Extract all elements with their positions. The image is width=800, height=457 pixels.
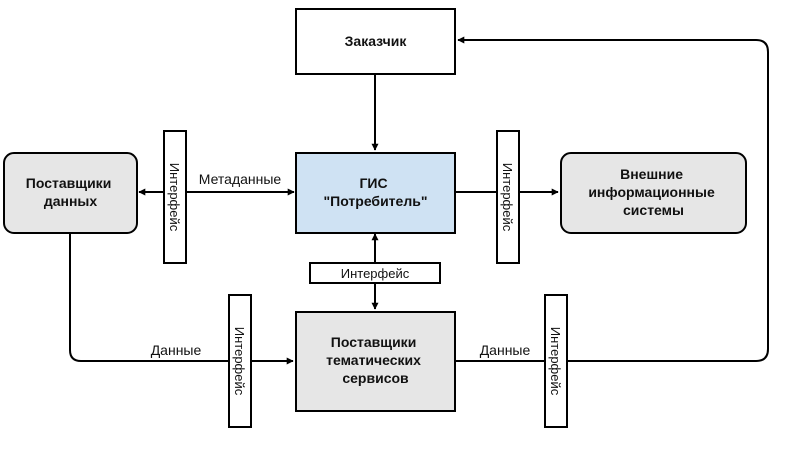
interface-center-label: Интерфейс	[341, 266, 410, 281]
node-data-providers: Поставщики данных	[3, 152, 138, 234]
node-thematic-providers-label: Поставщики тематических сервисов	[326, 334, 425, 386]
interface-left-label: Интерфейс	[167, 163, 182, 232]
interface-center: Интерфейс	[309, 262, 441, 284]
node-gis-line: "Потребитель"	[324, 193, 428, 209]
node-data-providers-line: данных	[44, 193, 98, 209]
interface-right-label: Интерфейс	[500, 163, 515, 232]
interface-bottom-left-label: Интерфейс	[232, 327, 247, 396]
interface-left: Интерфейс	[163, 130, 187, 264]
edge-thematic-to-customer	[456, 36, 769, 362]
node-external-systems-line: Внешние	[620, 166, 683, 182]
node-thematic-providers-line: сервисов	[342, 370, 409, 386]
node-thematic-providers: Поставщики тематических сервисов	[295, 311, 456, 412]
edge-label-metadata: Метаданные	[199, 171, 282, 187]
edge-label-data-right: Данные	[480, 342, 531, 358]
edge-label-data-left: Данные	[151, 342, 202, 358]
node-external-systems-label: Внешние информационные системы	[588, 166, 718, 218]
node-gis: ГИС "Потребитель"	[295, 152, 456, 234]
node-customer-line: Заказчик	[345, 33, 408, 49]
interface-right: Интерфейс	[496, 130, 520, 264]
node-gis-label: ГИС "Потребитель"	[324, 175, 428, 209]
node-gis-line: ГИС	[360, 175, 388, 191]
node-data-providers-line: Поставщики	[26, 175, 112, 191]
node-external-systems-line: информационные	[588, 184, 715, 200]
node-thematic-providers-line: Поставщики	[331, 334, 417, 350]
node-external-systems: Внешние информационные системы	[560, 152, 747, 234]
node-customer: Заказчик	[295, 8, 456, 75]
edge-data-providers-to-thematic	[69, 234, 294, 365]
interface-bottom-left: Интерфейс	[228, 294, 252, 428]
node-customer-label: Заказчик	[345, 33, 408, 49]
node-thematic-providers-line: тематических	[326, 352, 421, 368]
node-data-providers-label: Поставщики данных	[26, 175, 115, 209]
node-external-systems-line: системы	[623, 202, 684, 218]
interface-bottom-right: Интерфейс	[544, 294, 568, 428]
interface-bottom-right-label: Интерфейс	[548, 327, 563, 396]
